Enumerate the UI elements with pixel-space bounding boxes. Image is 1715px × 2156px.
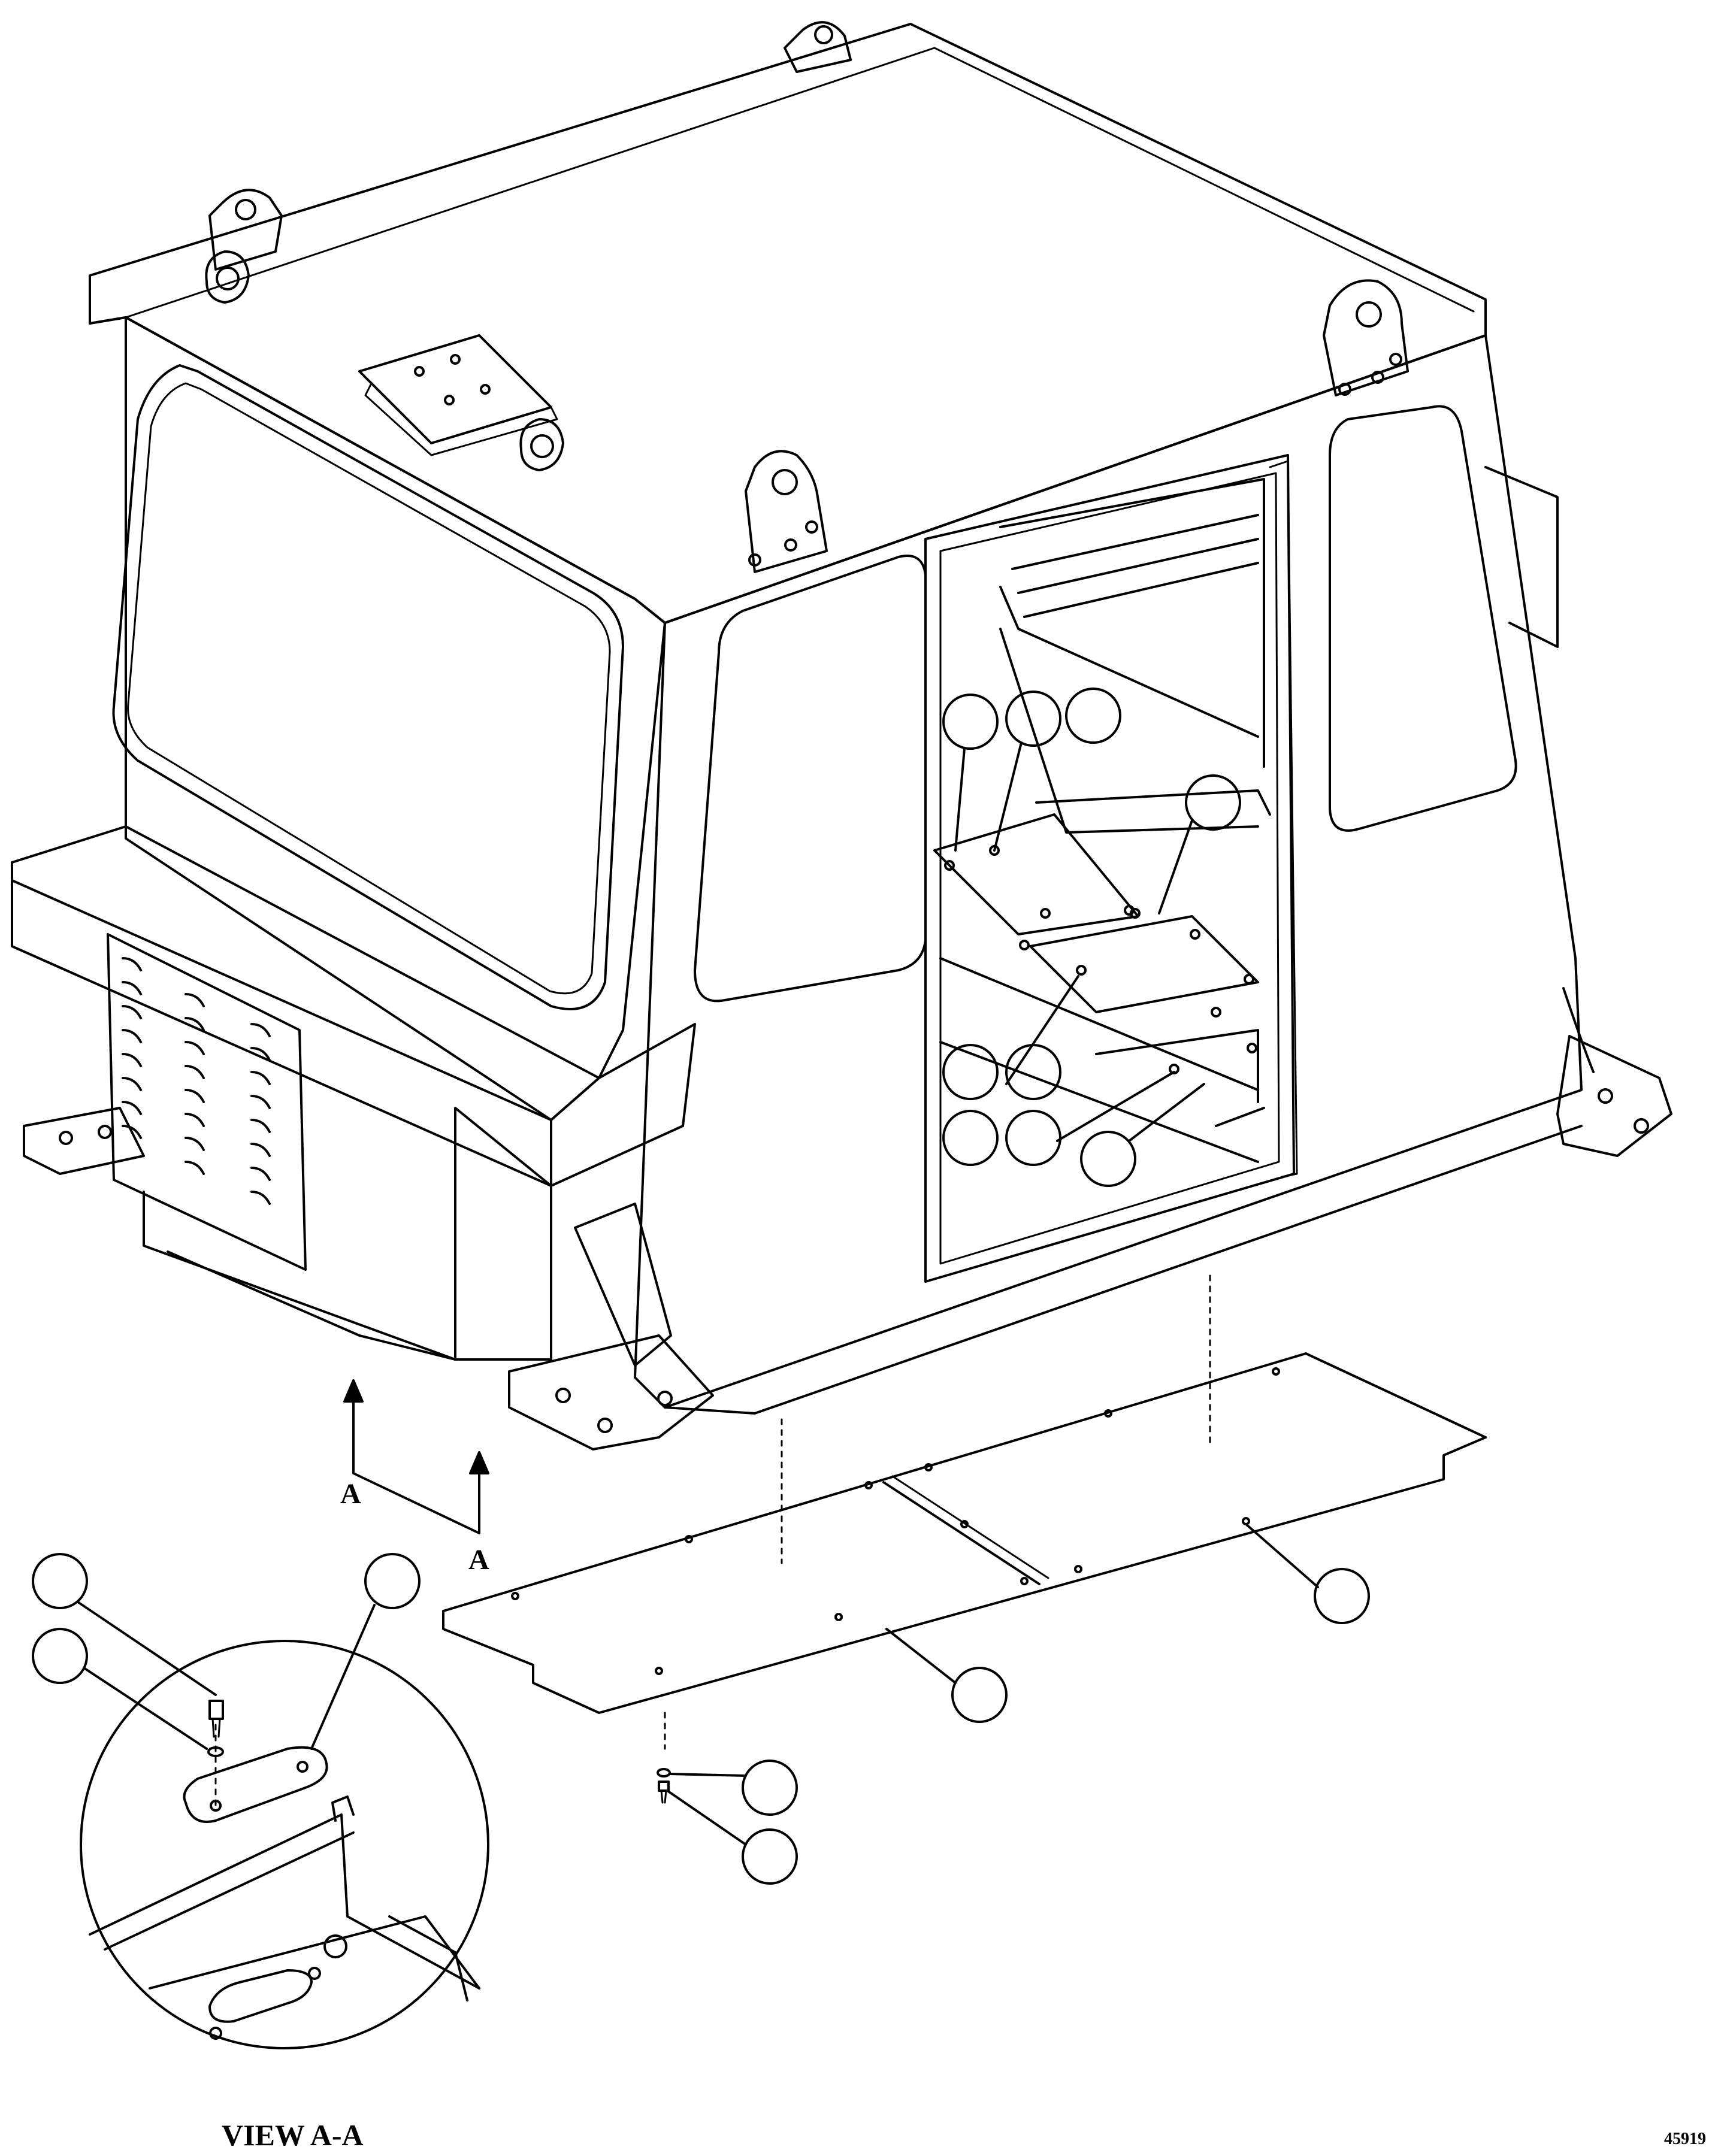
louver-panel bbox=[107, 933, 552, 1361]
hardware-bolt bbox=[658, 1780, 670, 1804]
lifting-eyes bbox=[205, 21, 1409, 573]
figure-number: 45919 bbox=[1664, 2130, 1706, 2148]
cab-interior bbox=[933, 478, 1271, 1163]
leader-lines bbox=[77, 741, 1319, 1846]
interior-bolts bbox=[944, 845, 1257, 1074]
section-marker-label-left: A bbox=[340, 1478, 361, 1510]
view-caption: VIEW A-A bbox=[222, 2118, 364, 2152]
section-marker: A A bbox=[340, 1379, 489, 1576]
cab-body bbox=[11, 23, 1672, 1451]
detail-view: VIEW A-A bbox=[80, 1640, 489, 2152]
floor-plate bbox=[442, 1352, 1487, 1714]
alignment-lines bbox=[214, 1274, 1211, 1810]
callout-balloons bbox=[32, 688, 1370, 1885]
hardware-washer bbox=[657, 1768, 671, 1778]
section-marker-label-right: A bbox=[468, 1544, 489, 1576]
